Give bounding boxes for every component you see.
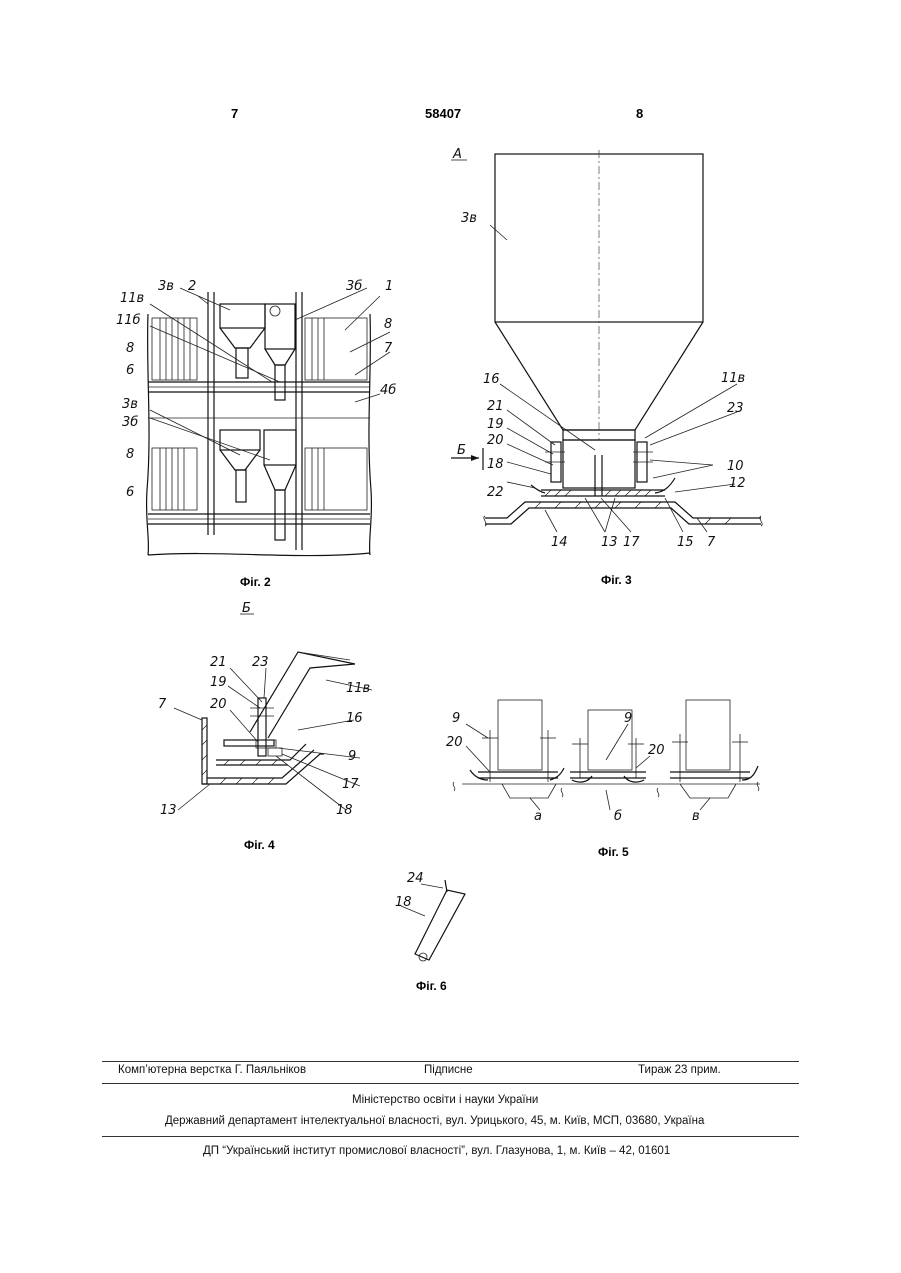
fig2-label-3v: 3в <box>158 279 174 294</box>
fig3-label-12: 12 <box>729 476 746 491</box>
fig4-label-16: 16 <box>346 711 363 726</box>
fig5-label-v: в <box>692 809 700 824</box>
footer-signed: Підписне <box>424 1064 473 1076</box>
fig6-label-18: 18 <box>395 895 412 910</box>
fig5-label-9-mid: 9 <box>624 711 632 726</box>
fig6-label-24: 24 <box>407 871 424 886</box>
fig4-label-18: 18 <box>336 803 353 818</box>
figure-3-caption: Фіг. 3 <box>601 573 632 587</box>
fig2-label-8: 8 <box>126 341 134 356</box>
footer-rule-bottom <box>102 1136 799 1137</box>
fig2-label-6: 6 <box>126 363 134 378</box>
fig3-label-14: 14 <box>551 535 568 550</box>
fig4-label-19: 19 <box>210 675 227 690</box>
fig3-label-20: 20 <box>487 433 504 448</box>
fig3-label-23: 23 <box>727 401 744 416</box>
fig3-label-22: 22 <box>487 485 504 500</box>
footer-rule-middle <box>102 1083 799 1084</box>
footer-rule-top <box>102 1061 799 1062</box>
figure-4-caption: Фіг. 4 <box>244 838 275 852</box>
fig3-label-B: Б <box>457 443 466 458</box>
fig3-label-3v: 3в <box>461 211 477 226</box>
figure-5-caption: Фіг. 5 <box>598 845 629 859</box>
fig2-label-8b: 8 <box>384 317 392 332</box>
fig4-label-7: 7 <box>158 697 167 712</box>
figure-6-caption: Фіг. 6 <box>416 979 447 993</box>
fig5-label-20-left: 20 <box>446 735 463 750</box>
fig4-label-17: 17 <box>342 777 359 792</box>
fig2-label-6-lower: 6 <box>126 485 134 500</box>
fig3-label-17: 17 <box>623 535 640 550</box>
figure-6-drawing: 24 18 <box>385 862 495 972</box>
fig2-label-8-lower: 8 <box>126 447 134 462</box>
figure-5-drawing: 9 9 20 20 а б в <box>440 690 770 830</box>
fig5-label-20-mid: 20 <box>648 743 665 758</box>
fig4-label-9: 9 <box>348 749 356 764</box>
fig3-label-13: 13 <box>601 535 618 550</box>
figure-4-drawing: Б 21 <box>150 590 390 830</box>
fig2-label-2: 2 <box>188 279 196 294</box>
figure-2-caption: Фіг. 2 <box>240 575 271 589</box>
fig5-label-b: б <box>614 809 622 824</box>
footer-publisher: ДП “Український інститут промислової вла… <box>203 1145 670 1157</box>
fig2-label-1: 1 <box>385 279 393 294</box>
patent-number: 58407 <box>425 106 461 121</box>
fig4-label-21: 21 <box>210 655 227 670</box>
fig3-label-16: 16 <box>483 372 500 387</box>
fig3-label-19: 19 <box>487 417 504 432</box>
fig2-label-4b: 4б <box>380 383 396 398</box>
fig4-label-11v: 11в <box>346 681 370 696</box>
fig2-label-11v: 11в <box>120 291 144 306</box>
figure-2-drawing: 2 3в 3б 1 11в 11б 8 8 7 6 4б 3в 3б 8 6 <box>100 270 400 570</box>
footer-typesetter: Комп’ютерна верстка Г. Паяльніков <box>118 1064 306 1076</box>
fig4-label-23: 23 <box>252 655 269 670</box>
fig2-label-7: 7 <box>384 341 393 356</box>
figure-3-drawing: А Б <box>445 140 775 560</box>
footer-ministry: Міністерство освіти і науки України <box>352 1094 538 1106</box>
fig4-label-20: 20 <box>210 697 227 712</box>
fig3-label-15: 15 <box>677 535 694 550</box>
fig3-label-21: 21 <box>487 399 504 414</box>
fig3-label-18: 18 <box>487 457 504 472</box>
left-page-number: 7 <box>231 106 238 121</box>
fig4-label-13: 13 <box>160 803 177 818</box>
fig5-label-9-left: 9 <box>452 711 460 726</box>
fig2-label-3b-lower: 3б <box>122 415 138 430</box>
fig3-label-11v: 11в <box>721 371 745 386</box>
footer-department: Державний департамент інтелектуальної вл… <box>165 1115 704 1127</box>
fig2-label-3b: 3б <box>346 279 362 294</box>
fig2-label-3v-lower: 3в <box>122 397 138 412</box>
fig3-label-7: 7 <box>707 535 716 550</box>
fig5-label-a: а <box>534 809 542 824</box>
fig2-label-11b: 11б <box>116 313 141 328</box>
fig3-label-10: 10 <box>727 459 744 474</box>
right-page-number: 8 <box>636 106 643 121</box>
footer-print-run: Тираж 23 прим. <box>638 1064 721 1076</box>
